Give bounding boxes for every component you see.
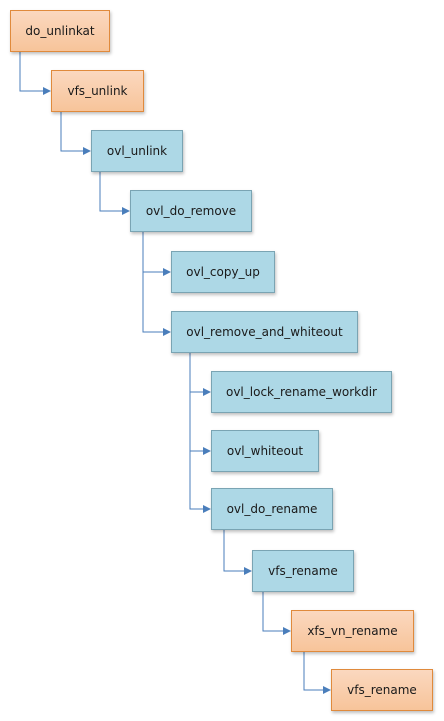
node-ovl-do-remove: ovl_do_remove <box>130 190 252 232</box>
node-label: ovl_remove_and_whiteout <box>186 325 343 339</box>
node-label: vfs_rename <box>268 564 338 578</box>
node-ovl-do-rename: ovl_do_rename <box>211 488 333 530</box>
connector-ovl_do_remove-to-ovl_remove_and_whiteout <box>142 232 171 336</box>
connector-ovl_do_remove-to-ovl_copy_up <box>142 232 171 276</box>
node-ovl-copy-up: ovl_copy_up <box>171 251 275 293</box>
node-label: do_unlinkat <box>25 24 95 38</box>
node-vfs-rename-xfs: vfs_rename <box>331 669 433 711</box>
node-label: ovl_lock_rename_workdir <box>225 385 377 399</box>
node-label: ovl_whiteout <box>226 444 304 458</box>
node-label: ovl_do_remove <box>145 204 237 218</box>
node-ovl-remove-and-whiteout: ovl_remove_and_whiteout <box>171 311 358 353</box>
connector-ovl_remove_and_whiteout-to-ovl_lock_rename_workdir <box>189 353 211 396</box>
connector-ovl_remove_and_whiteout-to-ovl_whiteout <box>189 353 211 455</box>
node-label: ovl_unlink <box>106 144 168 158</box>
node-label: vfs_unlink <box>67 84 128 98</box>
node-do-unlinkat: do_unlinkat <box>10 10 110 52</box>
connector-ovl_remove_and_whiteout-to-ovl_do_rename <box>189 353 211 513</box>
node-ovl-unlink: ovl_unlink <box>91 130 183 172</box>
connector-ovl_do_rename-to-vfs_rename <box>223 530 252 575</box>
connector-xfs_vn_rename-to-vfs_rename_xfs <box>303 652 331 694</box>
connector-do_unlinkat-to-vfs_unlink <box>19 52 51 95</box>
connector-vfs_unlink-to-ovl_unlink <box>60 112 91 155</box>
node-vfs-unlink: vfs_unlink <box>51 70 144 112</box>
node-label: vfs_rename <box>347 683 417 697</box>
node-label: ovl_copy_up <box>186 265 260 279</box>
connector-vfs_rename-to-xfs_vn_rename <box>262 592 291 635</box>
node-label: xfs_vn_rename <box>307 624 398 638</box>
node-ovl-whiteout: ovl_whiteout <box>211 430 319 472</box>
node-label: ovl_do_rename <box>226 502 318 516</box>
connector-ovl_unlink-to-ovl_do_remove <box>99 172 130 215</box>
node-vfs-rename: vfs_rename <box>252 550 354 592</box>
node-xfs-vn-rename: xfs_vn_rename <box>291 610 414 652</box>
node-ovl-lock-rename-workdir: ovl_lock_rename_workdir <box>211 371 392 413</box>
